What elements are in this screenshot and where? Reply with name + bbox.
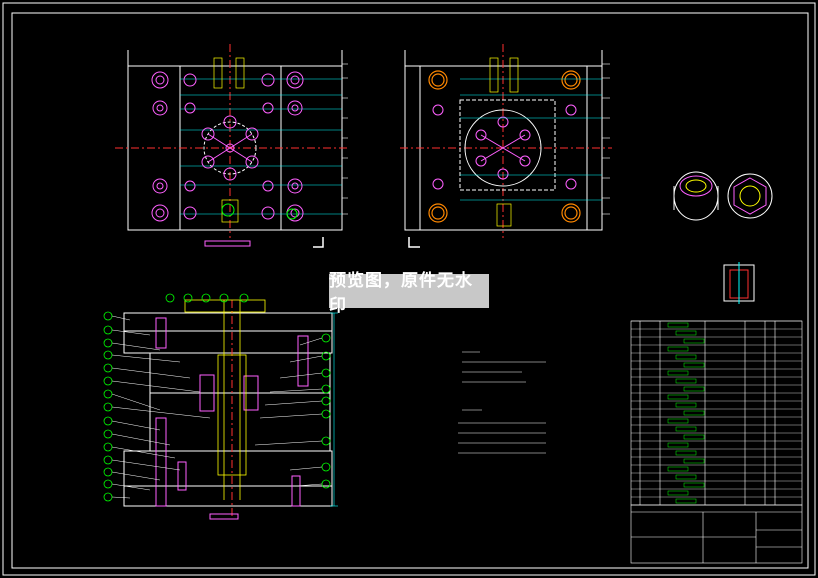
part-detail-views (673, 171, 773, 304)
section-view (103, 293, 338, 520)
table-cell-mark (683, 362, 705, 368)
table-cell-mark (667, 394, 689, 400)
table-cell-mark (667, 370, 689, 376)
table-cell-mark (675, 498, 697, 504)
inner-frame (11, 12, 809, 569)
table-cell-mark (683, 482, 705, 488)
table-cell-mark (683, 386, 705, 392)
table-cell-mark (675, 354, 697, 360)
table-cell-mark (667, 346, 689, 352)
table-cell-mark (667, 466, 689, 472)
technical-notes (458, 351, 546, 454)
table-cell-mark (675, 474, 697, 480)
table-cell-mark (675, 426, 697, 432)
table-cell-mark (675, 402, 697, 408)
top-plan-view-right (400, 44, 612, 248)
table-cell-mark (667, 442, 689, 448)
top-plan-view-left (115, 44, 350, 248)
table-cell-mark (667, 322, 689, 328)
table-cell-mark (683, 458, 705, 464)
table-cell-mark (683, 338, 705, 344)
parts-list-table (630, 320, 803, 506)
table-cell-mark (683, 410, 705, 416)
preview-watermark: 预览图，原件无水印 (329, 271, 489, 316)
table-cell-mark (667, 418, 689, 424)
table-cell-mark (675, 378, 697, 384)
table-cell-mark (683, 434, 705, 440)
table-cell-mark (675, 330, 697, 336)
table-cell-mark (667, 490, 689, 496)
table-cell-mark (675, 450, 697, 456)
title-block (630, 504, 803, 564)
